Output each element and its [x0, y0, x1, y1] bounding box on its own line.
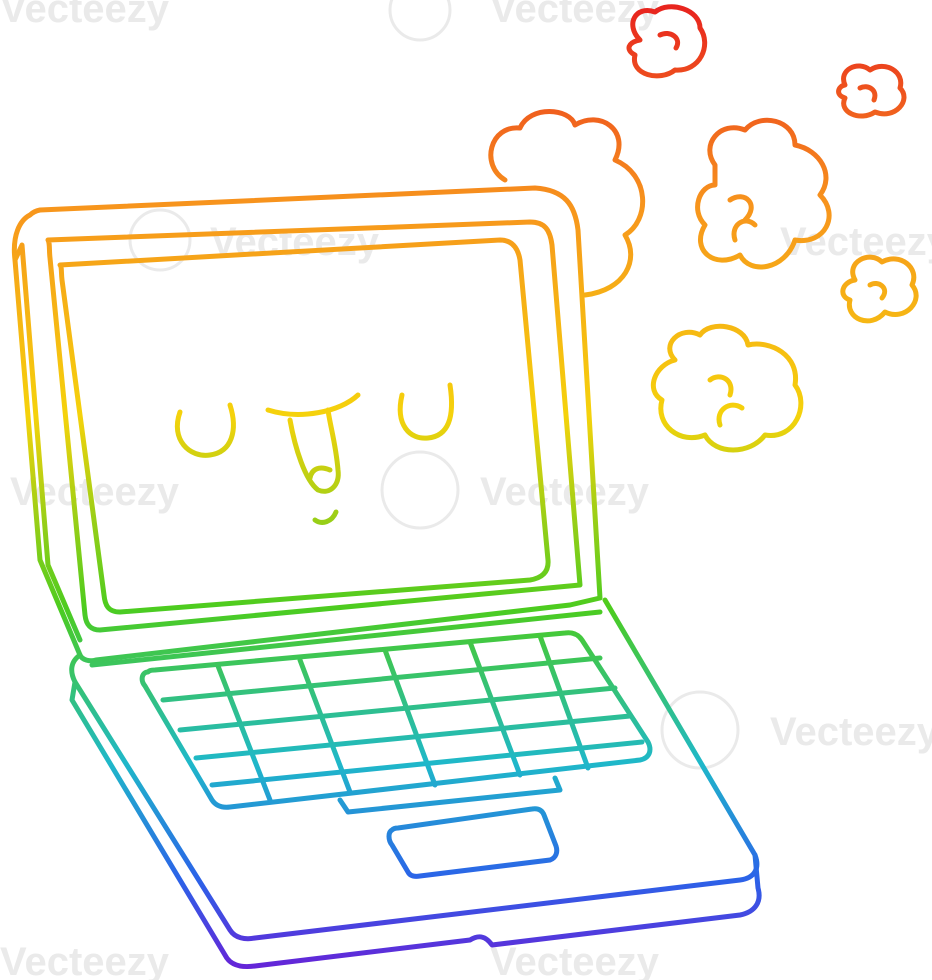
lid-outer-edge — [11, 185, 603, 664]
keyboard-column-line — [215, 663, 273, 803]
keyboard — [139, 630, 653, 815]
watermark-text: Vecteezy — [0, 940, 170, 980]
smoke-puff-large — [488, 109, 646, 298]
watermark-logo-icon — [128, 0, 740, 770]
watermark-text: Vecteezy — [490, 940, 660, 980]
spacebar — [337, 775, 563, 815]
screen-display — [57, 237, 551, 615]
screen-face — [174, 382, 455, 525]
trackpad — [386, 806, 560, 879]
mouth — [265, 392, 361, 494]
chin-line — [312, 509, 339, 525]
keyboard-outline — [139, 630, 653, 810]
smoke-puffs — [488, 4, 919, 453]
keyboard-column-line — [537, 633, 591, 771]
keyboard-row-line — [160, 655, 603, 703]
keyboard-row-line — [193, 713, 633, 761]
watermark-text: Vecteezy — [10, 470, 180, 514]
tongue — [307, 465, 333, 481]
smoke-puff-right-small — [840, 254, 919, 324]
hinge-line — [89, 609, 603, 668]
keyboard-column-line — [297, 657, 353, 795]
watermark-text: Vecteezy — [770, 710, 932, 754]
watermark-text: Vecteezy — [0, 0, 170, 31]
smoke-puff-top-small — [626, 4, 708, 79]
smoke-puff-top-right — [836, 63, 907, 119]
keyboard-column-line — [382, 647, 438, 788]
keyboard-column-line — [467, 639, 523, 778]
laptop-lid — [11, 185, 603, 664]
laptop-base — [69, 597, 762, 970]
watermark-text: Vecteezy — [480, 470, 650, 514]
keyboard-row-line — [177, 685, 618, 733]
smoke-puff-lower — [650, 323, 804, 453]
screen-bezel — [45, 219, 583, 633]
left-eye — [174, 402, 236, 458]
lid-back-edge — [12, 242, 83, 643]
base-front-edge — [69, 679, 762, 970]
right-eye — [397, 382, 455, 441]
smoke-puff-middle — [695, 117, 832, 270]
